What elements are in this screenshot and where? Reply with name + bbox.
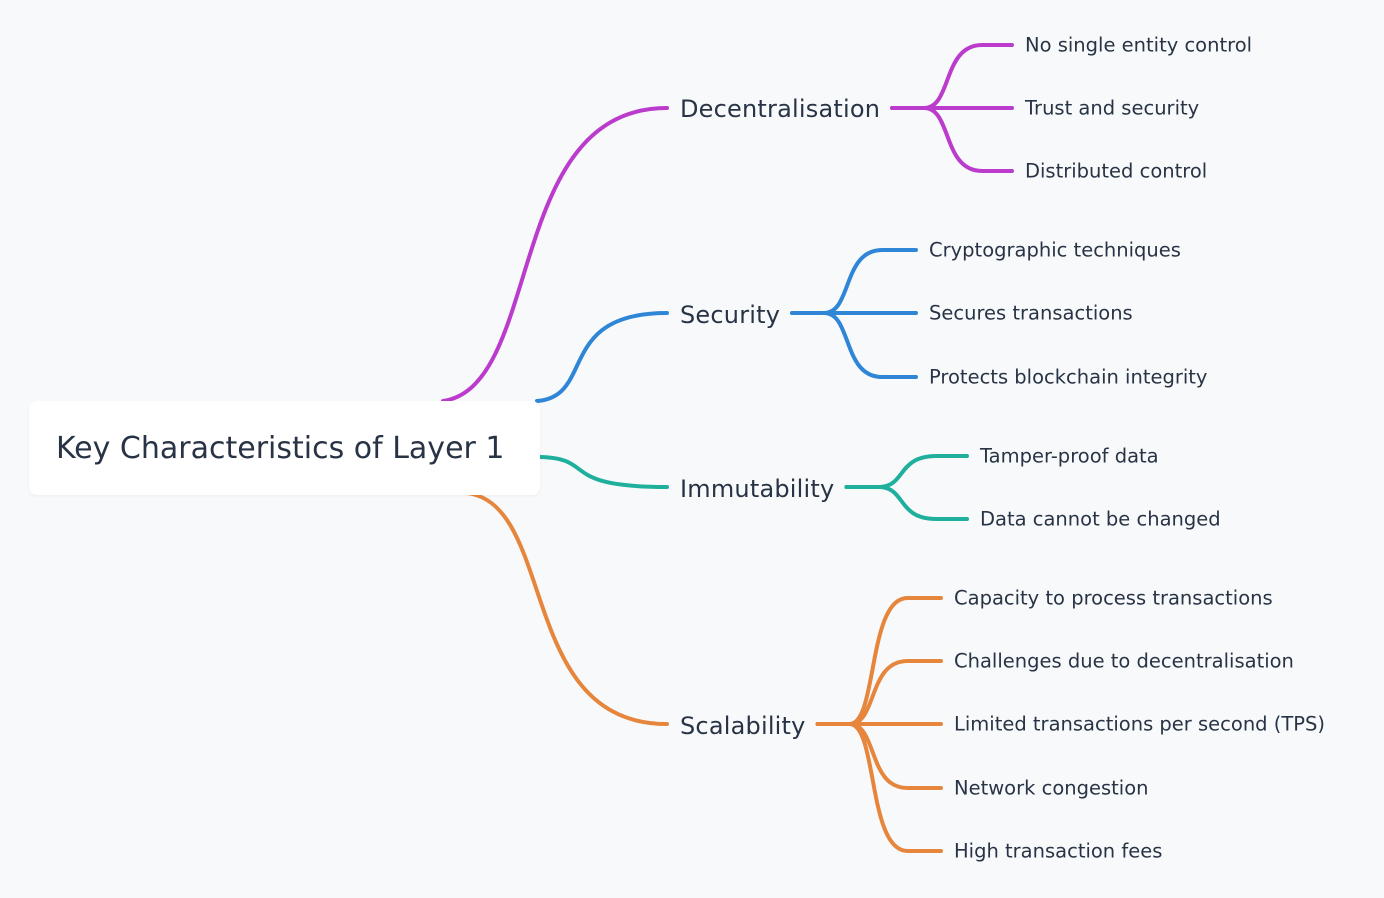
leaf-label[interactable]: Challenges due to decentralisation <box>954 649 1294 673</box>
leaf-label[interactable]: Data cannot be changed <box>980 507 1221 531</box>
root-node[interactable]: Key Characteristics of Layer 1 <box>29 401 540 495</box>
root-label: Key Characteristics of Layer 1 <box>56 430 505 466</box>
connector-root-to-branch <box>441 106 669 403</box>
connector-branch-to-leaf <box>790 248 918 315</box>
connector-branch-to-leaf <box>844 485 969 521</box>
leaf-label[interactable]: Tamper-proof data <box>980 444 1159 468</box>
connector-root-to-branch <box>535 311 669 403</box>
leaf-label[interactable]: Protects blockchain integrity <box>929 365 1208 389</box>
leaf-label[interactable]: Secures transactions <box>929 301 1133 325</box>
connector-branch-to-leaf <box>890 105 1014 173</box>
connector-branch-to-leaf <box>815 659 943 726</box>
connector-root-to-branch <box>465 491 669 726</box>
connector-branch-to-leaf <box>790 311 918 379</box>
branch-label-immutability[interactable]: Immutability <box>680 475 835 503</box>
leaf-label[interactable]: Capacity to process transactions <box>954 586 1273 610</box>
connector-branch-to-leaf <box>815 721 943 790</box>
branch-label-decentralisation[interactable]: Decentralisation <box>680 95 881 123</box>
connector-branch-to-leaf <box>844 454 969 490</box>
leaf-label[interactable]: Limited transactions per second (TPS) <box>954 712 1326 736</box>
connector-root-to-branch <box>538 455 669 489</box>
branch-label-scalability[interactable]: Scalability <box>680 712 806 740</box>
connector-branch-to-leaf <box>815 721 943 853</box>
leaf-label[interactable]: Network congestion <box>954 776 1149 800</box>
leaf-label[interactable]: Distributed control <box>1025 159 1208 183</box>
leaf-label[interactable]: No single entity control <box>1025 33 1253 57</box>
leaf-label[interactable]: High transaction fees <box>954 839 1163 863</box>
branch-label-security[interactable]: Security <box>680 301 781 329</box>
leaf-label[interactable]: Trust and security <box>1025 96 1200 120</box>
connector-branch-to-leaf <box>890 43 1014 110</box>
leaf-label[interactable]: Cryptographic techniques <box>929 238 1181 262</box>
